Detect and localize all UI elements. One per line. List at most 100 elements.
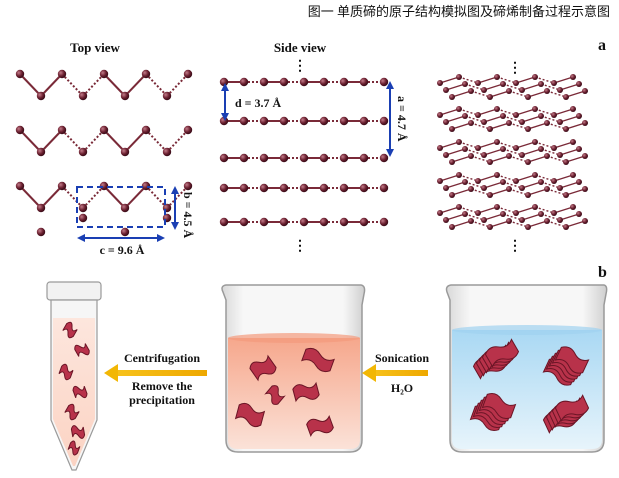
c-arrowhead-left — [77, 234, 85, 242]
te-atom — [563, 224, 569, 230]
te-bond — [483, 181, 504, 189]
perspective-ellipsis-top: ⋮ — [508, 61, 522, 76]
te-atom — [319, 116, 329, 126]
te-bond — [458, 76, 479, 84]
perspective-view: ⋮ ⋮ — [437, 61, 588, 254]
te-atom — [519, 87, 525, 93]
figure-caption: 图一 单质碲的原子结构模拟图及碲烯制备过程示意图 — [308, 4, 610, 19]
te-atom — [379, 183, 389, 193]
te-atom — [299, 217, 309, 227]
te-atom — [513, 112, 519, 118]
d-arrowhead-bottom — [221, 113, 229, 121]
te-atom — [570, 139, 576, 145]
te-atom — [319, 153, 329, 163]
top-view-lattice — [15, 69, 193, 237]
te-bond — [445, 115, 466, 123]
te-atom — [462, 113, 468, 119]
te-atom — [582, 120, 588, 126]
te-atom — [570, 74, 576, 80]
te-atom — [500, 113, 506, 119]
te-bond — [477, 206, 498, 214]
te-atom — [532, 74, 538, 80]
te-bond — [124, 129, 147, 153]
te-atom — [162, 91, 172, 101]
water-label: H₂O — [391, 381, 413, 395]
te-atom — [494, 172, 500, 178]
te-atom — [532, 204, 538, 210]
te-atom — [449, 192, 455, 198]
b-arrowhead-top — [171, 186, 179, 194]
te-atom — [563, 94, 569, 100]
te-atom — [525, 94, 531, 100]
te-atom — [339, 217, 349, 227]
te-atom — [494, 74, 500, 80]
te-atom — [481, 152, 487, 158]
top-view: Top view b = 4.5 Å c = 9.6 Å — [15, 40, 195, 257]
te-atom — [359, 77, 369, 87]
te-atom — [36, 91, 46, 101]
te-bond — [527, 155, 548, 163]
te-atom — [519, 185, 525, 191]
te-atom — [475, 145, 481, 151]
te-atom — [582, 153, 588, 159]
te-atom — [468, 88, 474, 94]
te-atom — [359, 217, 369, 227]
te-atom — [78, 147, 88, 157]
te-bond — [61, 185, 84, 209]
te-atom — [219, 217, 229, 227]
te-bond — [40, 73, 63, 97]
te-atom — [500, 81, 506, 87]
te-atom — [582, 186, 588, 192]
te-bond — [546, 155, 567, 163]
te-atom — [487, 159, 493, 165]
te-atom — [183, 69, 193, 79]
te-bond — [515, 76, 536, 84]
te-bond — [565, 220, 586, 228]
te-bond — [464, 213, 485, 221]
stacked-flake — [481, 392, 517, 420]
te-atom — [506, 186, 512, 192]
tellurene-flake — [234, 402, 266, 428]
te-bond — [521, 83, 542, 91]
stacked-tellurium-flakes — [469, 338, 590, 434]
te-bond — [489, 220, 510, 228]
d-arrowhead-top — [221, 83, 229, 91]
te-atom — [494, 106, 500, 112]
te-atom — [437, 178, 443, 184]
te-bond — [553, 141, 574, 149]
te-atom — [538, 81, 544, 87]
tube-flakes — [58, 321, 90, 456]
te-bond — [515, 174, 536, 182]
te-bond — [439, 141, 460, 149]
te-atom — [99, 125, 109, 135]
te-bond — [515, 141, 536, 149]
te-atom — [475, 112, 481, 118]
te-atom — [339, 77, 349, 87]
tube-flake — [67, 440, 81, 456]
te-atom — [570, 172, 576, 178]
te-atom — [475, 80, 481, 86]
te-atom — [557, 185, 563, 191]
te-atom — [319, 217, 329, 227]
b-dimension-label: b = 4.5 Å — [181, 192, 195, 239]
te-bond — [508, 90, 529, 98]
te-bond — [521, 213, 542, 221]
te-bond — [40, 129, 63, 153]
te-bond — [458, 141, 479, 149]
te-bond — [540, 181, 561, 189]
te-atom — [481, 185, 487, 191]
te-bond — [445, 83, 466, 91]
te-atom — [563, 126, 569, 132]
te-bond — [496, 141, 517, 149]
te-bond — [527, 122, 548, 130]
te-bond — [483, 115, 504, 123]
te-atom — [57, 69, 67, 79]
te-bond — [534, 76, 555, 84]
te-atom — [519, 217, 525, 223]
te-atom — [443, 217, 449, 223]
te-atom — [576, 211, 582, 217]
te-atom — [339, 153, 349, 163]
te-bond — [559, 148, 580, 156]
te-atom — [443, 119, 449, 125]
te-bond — [145, 185, 168, 209]
